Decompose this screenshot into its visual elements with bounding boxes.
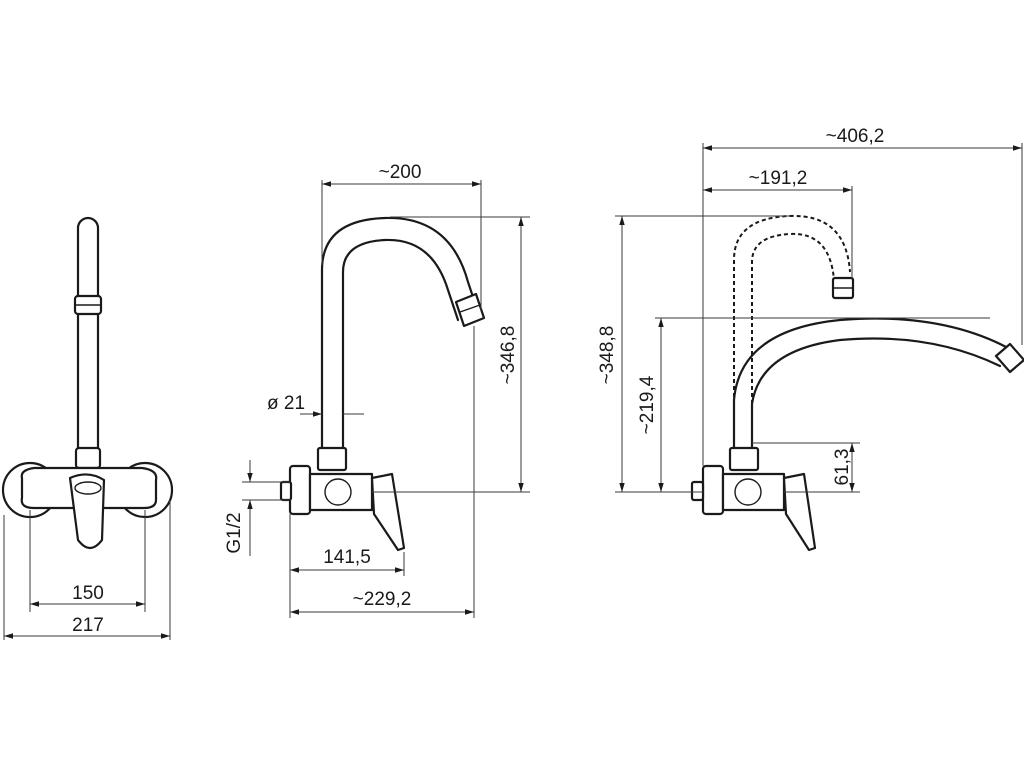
side-tube-dimensions: ~200 ~346,8 ø 21 G1/2 141,5 ~229,2 — [224, 162, 530, 618]
dim-label-200: ~200 — [379, 162, 422, 183]
swivel-mixer-body — [721, 472, 786, 512]
dim-label-191-2: ~191,2 — [749, 168, 808, 189]
low-swivel-outlet — [994, 342, 1024, 374]
dim-label-dia-21: ø 21 — [267, 393, 305, 414]
side-view-swivel-spout — [690, 214, 1024, 552]
side-wall-rosette — [288, 464, 312, 516]
front-dimensions: 150 217 — [3, 500, 171, 640]
dim-label-g12: G1/2 — [224, 512, 245, 553]
swivel-lever — [782, 472, 817, 552]
side-lever — [370, 472, 406, 552]
dim-label-141-5: 141,5 — [323, 547, 371, 568]
swivel-dimensions: ~406,2 ~191,2 ~348,8 ~219,4 61,3 — [597, 126, 1023, 493]
spout-base-collar — [316, 446, 348, 472]
gooseneck-spout — [320, 216, 480, 452]
dim-label-150: 150 — [72, 583, 104, 604]
dim-label-229-2: ~229,2 — [353, 589, 412, 610]
side-mixer-body — [308, 472, 374, 512]
front-tube-collar — [74, 446, 102, 470]
dim-label-346-8: ~346,8 — [498, 326, 519, 385]
dim-label-348-8: ~348,8 — [597, 326, 618, 385]
front-spout-tube — [76, 216, 100, 470]
gooseneck-outlet — [454, 292, 486, 328]
side-view-tube-spout — [279, 216, 486, 552]
dim-label-217: 217 — [72, 615, 104, 636]
swivel-base-collar — [728, 446, 760, 472]
low-swivel-spout — [732, 317, 1010, 462]
front-view — [1, 216, 174, 550]
dim-label-219-4: ~219,4 — [637, 375, 658, 434]
dim-label-406-2: ~406,2 — [826, 126, 885, 147]
dim-label-61-3: 61,3 — [832, 449, 853, 486]
swivel-wall-rosette — [701, 464, 725, 516]
